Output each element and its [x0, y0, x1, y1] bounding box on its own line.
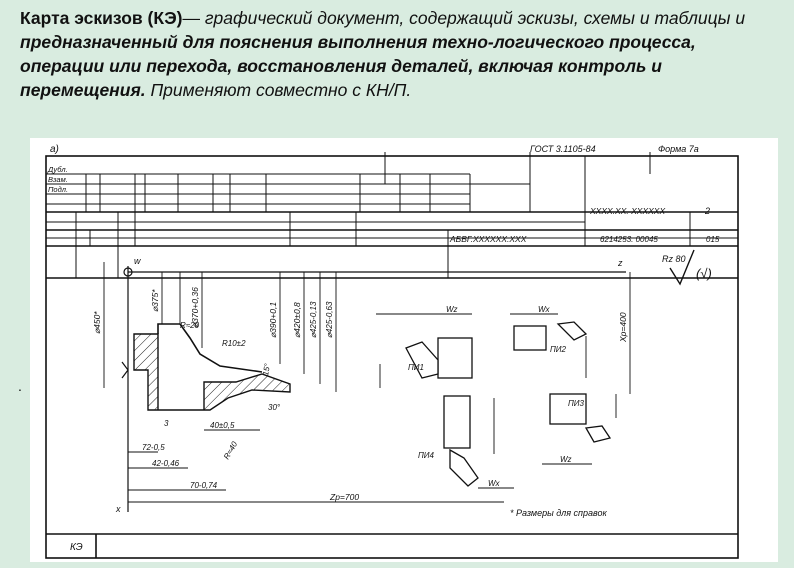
- caption-definition-3: Применяют совместно с КН/П.: [145, 80, 412, 100]
- part-contour: [157, 323, 263, 373]
- dim-d390: ⌀390+0,1: [268, 302, 278, 338]
- roughness-check-icon: [669, 249, 695, 286]
- dim-d420: ⌀420±0,8: [292, 302, 302, 338]
- dim-72: 72-0,5: [142, 443, 165, 452]
- form-label: Форма 7а: [658, 144, 699, 154]
- roughness-value: Rz 80: [662, 254, 686, 264]
- dim-d375: ⌀375*: [150, 289, 160, 312]
- center-mark: [121, 361, 129, 379]
- tool-offset-lines: [376, 313, 617, 489]
- part-section-hatched: [133, 333, 291, 411]
- tool-label-pi2: ПИ2: [550, 345, 567, 354]
- tool-label-pi4: ПИ4: [418, 451, 435, 460]
- dim-xp: Xр=400: [618, 312, 628, 343]
- row-label-vzam: Взам.: [48, 175, 68, 184]
- tool-label-pi1: ПИ1: [408, 363, 424, 372]
- sheet-number: 2: [704, 206, 710, 216]
- stray-dot: .: [18, 378, 22, 394]
- sketch-card-drawing: a) ГОСТ 3.1105-84 Форма 7а Дубл. Взам. П…: [30, 138, 778, 562]
- caption-dash: —: [182, 8, 205, 28]
- dim-42: 42-0,46: [152, 459, 180, 468]
- row-label-podl: Подл.: [48, 185, 68, 194]
- axis-z-label: z: [617, 258, 623, 268]
- angle-30: 30°: [268, 403, 281, 412]
- tool-label-pi3: ПИ3: [568, 399, 585, 408]
- operation-number: 015: [706, 235, 720, 244]
- caption-paragraph: Карта эскизов (КЭ)— графический документ…: [20, 6, 780, 102]
- roughness-paren: (√): [696, 266, 712, 281]
- dim-70: 70-0,74: [190, 481, 218, 490]
- row-label-dubl: Дубл.: [47, 165, 68, 174]
- reference-note: * Размеры для справок: [510, 508, 608, 518]
- caption-definition-1: графический документ, содержащий эскизы,…: [204, 8, 746, 28]
- dim-d425a: ⌀425-0,13: [309, 301, 318, 338]
- horizontal-dimensions: [128, 429, 504, 503]
- tool-holders: [405, 321, 612, 487]
- dim-d370: ⌀370+0,36: [190, 287, 200, 328]
- vertical-dimensions: [103, 262, 337, 392]
- operation-code: 6214253. 00045: [600, 235, 658, 244]
- w-label-2: Wx: [538, 305, 551, 314]
- standard-label: ГОСТ 3.1105-84: [530, 144, 596, 154]
- part-code: АБВГ.ХХХХХХ.ХХХ: [449, 234, 527, 244]
- axis-w-label: w: [134, 256, 141, 266]
- dim-zp: Zр=700: [329, 492, 359, 502]
- axis-x-label: x: [115, 504, 121, 514]
- caption-definition-2: предназначенный для пояснения выполнения…: [20, 32, 696, 100]
- angle-15: 15°: [261, 362, 272, 376]
- w-label-3: Wz: [560, 455, 572, 464]
- document-code: XXXX.XX. XXXXXX: [589, 206, 665, 216]
- figure-letter: a): [50, 144, 59, 155]
- radius-r10: R10±2: [222, 339, 246, 348]
- caption-term: Карта эскизов (КЭ): [20, 8, 183, 28]
- w-label-1: Wz: [446, 305, 458, 314]
- dim-3: 3: [164, 419, 169, 428]
- dim-40: 40±0,5: [210, 421, 235, 430]
- dim-d450: ⌀450*: [92, 311, 102, 334]
- radius-r20: R≈20: [180, 321, 200, 330]
- coordinate-axes: [123, 266, 626, 512]
- stamp-code: КЭ: [70, 542, 83, 553]
- w-label-4: Wx: [488, 479, 501, 488]
- drawing-frame: [45, 155, 739, 559]
- header-grid: [46, 152, 738, 278]
- dim-d425b: ⌀425-0,63: [325, 301, 334, 338]
